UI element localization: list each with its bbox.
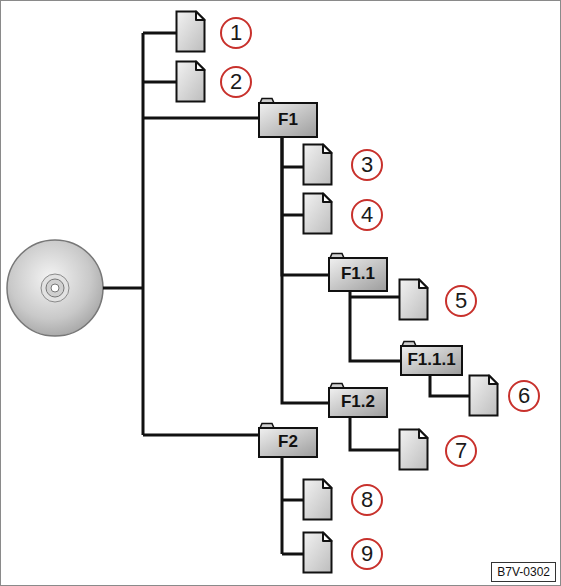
- folder-node: F1.1.1: [400, 340, 463, 376]
- folder-name: F1: [258, 110, 318, 130]
- folder-name: F1.2: [328, 392, 388, 412]
- folder-connector: [282, 138, 328, 275]
- callout-number: 5: [455, 290, 467, 312]
- callout-number: 9: [361, 543, 373, 565]
- folder-name: F1.1.1: [400, 350, 463, 370]
- callout-circle: 7: [445, 435, 477, 467]
- callout-circle: 6: [508, 380, 540, 412]
- callout-number: 1: [230, 22, 242, 44]
- folder-node: F2: [258, 422, 318, 458]
- callout-number: 4: [361, 204, 373, 226]
- callout-circle: 3: [351, 149, 383, 181]
- callout-number: 8: [361, 489, 373, 511]
- folder-name: F1.1: [328, 264, 388, 284]
- callout-circle: 4: [351, 199, 383, 231]
- callout-number: 3: [361, 154, 373, 176]
- callout-number: 2: [230, 71, 242, 93]
- callout-circle: 9: [351, 538, 383, 570]
- folder-connector: [350, 292, 400, 361]
- callout-circle: 2: [220, 66, 252, 98]
- callout-circle: 5: [445, 285, 477, 317]
- folder-node: F1: [258, 97, 318, 138]
- folder-node: F1.1: [328, 252, 388, 292]
- figure-code: B7V-0302: [491, 562, 556, 582]
- file-icons: [177, 12, 498, 573]
- callout-number: 6: [518, 385, 530, 407]
- folder-name: F2: [258, 432, 318, 452]
- tree-lines: [103, 33, 469, 554]
- callout-circle: 8: [351, 484, 383, 516]
- folder-connector: [282, 138, 328, 403]
- cd-disc: [7, 240, 103, 336]
- callout-circle: 1: [220, 17, 252, 49]
- callout-number: 7: [455, 440, 467, 462]
- folder-node: F1.2: [328, 382, 388, 418]
